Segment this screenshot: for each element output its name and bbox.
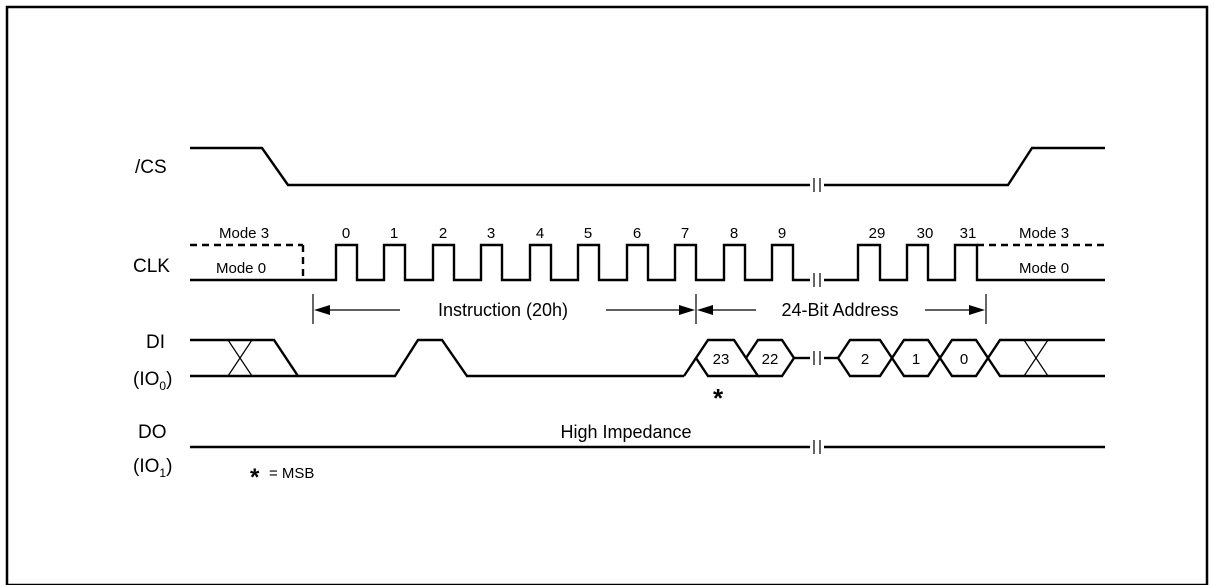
cs-waveform-right bbox=[824, 146, 1105, 187]
clock-number: 9 bbox=[778, 225, 786, 242]
clock-number: 6 bbox=[633, 225, 641, 242]
clock-number: 2 bbox=[439, 225, 447, 242]
do-io-label: (IO1) bbox=[133, 456, 172, 480]
di-bit-22 bbox=[745, 338, 796, 378]
mode3-label-right: Mode 3 bbox=[1019, 225, 1069, 242]
di-bit-label: 1 bbox=[912, 351, 920, 368]
clock-number: 1 bbox=[390, 225, 398, 242]
clock-number: 31 bbox=[960, 225, 977, 242]
mode0-label-left: Mode 0 bbox=[216, 260, 266, 277]
clk-label: CLK bbox=[133, 256, 170, 277]
clock-number: 3 bbox=[487, 225, 495, 242]
do-label: DO bbox=[138, 422, 167, 443]
clock-number: 29 bbox=[869, 225, 886, 242]
mode0-label-right: Mode 0 bbox=[1019, 260, 1069, 277]
di-bit-label: 0 bbox=[960, 351, 968, 368]
cs-label: /CS bbox=[135, 157, 167, 178]
cs-waveform-left bbox=[190, 146, 810, 187]
di-bit-label: 22 bbox=[762, 351, 779, 368]
legend-text: = MSB bbox=[269, 465, 314, 482]
clock-number: 8 bbox=[730, 225, 738, 242]
clk-waveform-left bbox=[303, 243, 810, 282]
di-bit-label: 23 bbox=[713, 351, 730, 368]
di-waveform-right-high bbox=[987, 338, 1105, 359]
di-waveform-right-low bbox=[987, 357, 1105, 378]
clock-number: 4 bbox=[536, 225, 544, 242]
diagram-border bbox=[5, 5, 1209, 585]
di-io-label: (IO0) bbox=[133, 369, 172, 393]
clock-number: 7 bbox=[681, 225, 689, 242]
clock-number: 30 bbox=[917, 225, 934, 242]
di-bit-23 bbox=[683, 338, 761, 378]
msb-star-marker: * bbox=[713, 383, 724, 413]
di-bit-label: 2 bbox=[861, 351, 869, 368]
clock-number: 5 bbox=[584, 225, 592, 242]
mode3-label-left: Mode 3 bbox=[219, 225, 269, 242]
high-impedance-label: High Impedance bbox=[560, 422, 691, 442]
clk-waveform-right bbox=[824, 243, 1008, 282]
address-label: 24-Bit Address bbox=[781, 300, 898, 320]
legend-star: * bbox=[250, 464, 260, 491]
di-label: DI bbox=[146, 332, 165, 353]
clock-number: 0 bbox=[342, 225, 350, 242]
instruction-label: Instruction (20h) bbox=[438, 300, 568, 320]
di-waveform-instruction bbox=[190, 338, 684, 378]
